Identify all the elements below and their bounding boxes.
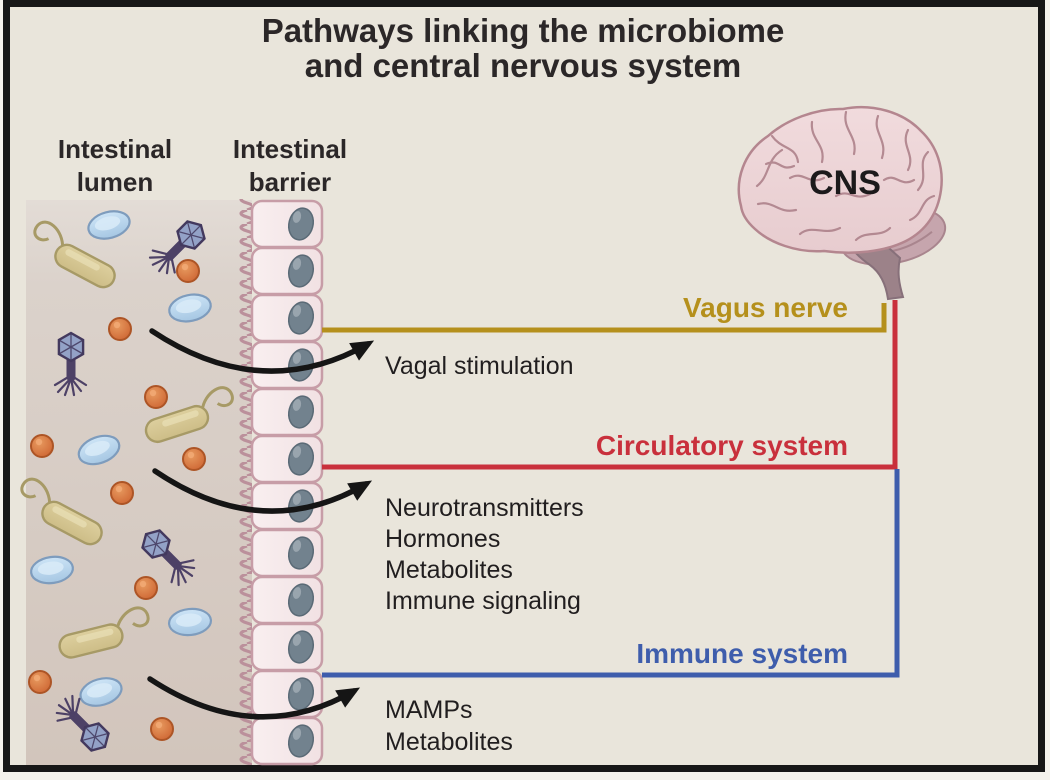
circulatory-system-line [322, 300, 898, 470]
vagus-nerve-label: Vagus nerve [683, 292, 848, 323]
lumen-area [26, 200, 252, 765]
figure-title-line2: and central nervous system [305, 47, 742, 84]
intestinal-lumen-label-line2: lumen [77, 167, 154, 197]
figure-frame [3, 0, 1045, 772]
vagal-arrow-icon [149, 328, 375, 374]
circulatory-arrow-icon [152, 468, 373, 514]
immune-system-line [322, 469, 900, 678]
immune-system-label: Immune system [636, 638, 848, 669]
intestinal-barrier [238, 199, 324, 766]
vagus-nerve-line [322, 303, 887, 333]
intestinal-barrier-label-line1: Intestinal [233, 134, 347, 164]
mediator-item: MAMPs [385, 696, 473, 724]
figure-title-line1: Pathways linking the microbiome [262, 12, 785, 49]
mediator-item: Neurotransmitters [385, 494, 584, 522]
intestinal-lumen-label-line1: Intestinal [58, 134, 172, 164]
mediator-item: Hormones [385, 525, 500, 553]
mediator-item: Metabolites [385, 556, 513, 584]
epithelial-cell-icon [250, 199, 324, 766]
brain-icon: CNS [737, 105, 947, 301]
mediator-item: Metabolites [385, 728, 513, 756]
circulatory-system-label: Circulatory system [596, 430, 848, 461]
cns-label: CNS [809, 164, 881, 202]
mediator-item: Immune signaling [385, 587, 581, 615]
intestinal-barrier-label-line2: barrier [249, 167, 331, 197]
immune-arrow-icon [147, 676, 361, 720]
intestinal-lumen [11, 200, 252, 765]
circulatory-mediators-list: Neurotransmitters Hormones Metabolites I… [385, 494, 584, 615]
vagal-stimulation-label: Vagal stimulation [385, 352, 574, 380]
immune-mediators-list: MAMPs Metabolites [385, 696, 513, 756]
brain-gyri [755, 110, 936, 242]
translocation-arrows [147, 328, 375, 720]
microvilli-icon [238, 199, 256, 765]
